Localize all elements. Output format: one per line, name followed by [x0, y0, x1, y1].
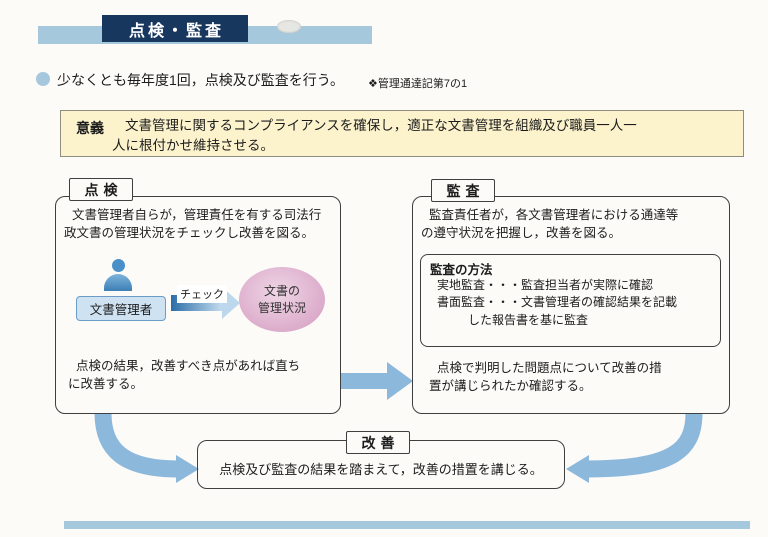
significance-text: 文書管理に関するコンプライアンスを確保し，適正な文書管理を組織及び職員一人一人に… — [112, 118, 637, 153]
document-status-ellipse: 文書の 管理状況 — [239, 267, 325, 332]
bullet-icon — [36, 72, 50, 86]
arrow-inspection-to-improvement-icon — [94, 412, 179, 478]
document-status-text: 文書の 管理状況 — [257, 284, 306, 315]
inspection-description: 文書管理者自らが，管理責任を有する司法行政文書の管理状況をチェックし改善を図る。 — [64, 208, 322, 240]
inspection-result-text: 点検の結果，改善すべき点があれば直ちに改善する。 — [68, 359, 301, 392]
arrow-inspection-to-audit-icon — [341, 362, 413, 400]
arrow-inspection-to-improvement-head-icon — [176, 455, 199, 483]
audit-panel-label: 監査 — [431, 179, 495, 202]
arrow-audit-to-improvement-icon — [586, 412, 703, 478]
document-manager-box: 文書管理者 — [76, 296, 166, 321]
header-ellipse-decoration-icon — [277, 20, 301, 33]
inspection-panel-label: 点検 — [69, 178, 133, 201]
improvement-panel-label: 改善 — [346, 431, 410, 454]
intro-reference: ❖管理通達記第7の1 — [368, 78, 468, 90]
audit-method-item-paper: 書面監査・・・文書管理者の確認結果を記載した報告書を基に監査 — [437, 295, 678, 327]
significance-box — [60, 110, 744, 157]
intro-text: 少なくとも毎年度1回，点検及び監査を行う。 — [57, 72, 344, 88]
audit-panel — [412, 196, 730, 414]
improvement-text: 点検及び監査の結果を踏まえて，改善の措置を講じる。 — [219, 462, 543, 477]
audit-method-item-onsite: 実地監査・・・監査担当者が実際に確認 — [437, 278, 654, 292]
audit-method-box — [420, 254, 721, 347]
document-manager-person-icon — [104, 259, 132, 291]
footer-accent-bar — [64, 521, 750, 529]
person-head-icon — [111, 259, 125, 272]
audit-description: 監査責任者が，各文書管理者における通達等の遵守状況を把握し，改善を図る。 — [421, 208, 679, 240]
significance-label: 意義 — [76, 120, 104, 136]
person-body-icon — [104, 274, 132, 291]
arrow-audit-to-improvement-head-icon — [566, 455, 589, 483]
audit-method-list: 実地監査・・・監査担当者が実際に確認 書面監査・・・文書管理者の確認結果を記載し… — [437, 277, 683, 329]
inspection-panel — [55, 196, 341, 414]
audit-method-label: 監査の方法 — [430, 263, 493, 277]
page-title: 点検・監査 — [102, 15, 248, 42]
audit-result-text: 点検で判明した問題点について改善の措置が講じられたか確認する。 — [429, 361, 662, 394]
check-label: チェック — [177, 285, 227, 303]
